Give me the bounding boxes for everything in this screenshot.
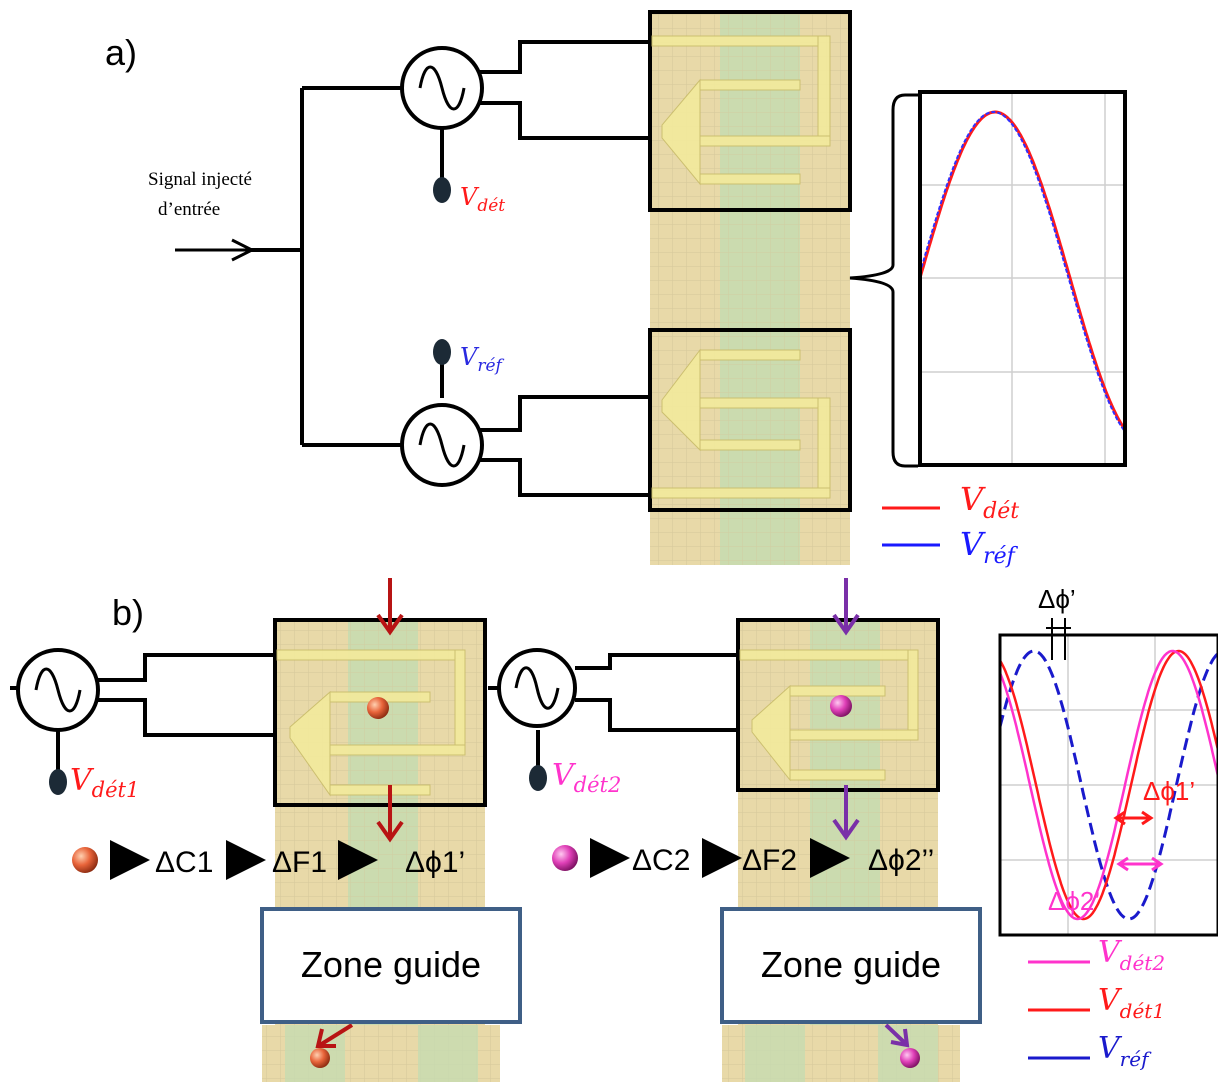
legend-b: Vdét2 Vdét1 Vréf <box>1028 935 1165 1071</box>
legend-v-det: Vdét <box>960 480 1019 524</box>
flow-arrow-red-icon <box>315 578 404 1048</box>
v-det2-terminal <box>529 765 547 791</box>
cell-red-icon <box>310 1048 330 1068</box>
cell-pink-icon <box>830 695 852 717</box>
cell-red-icon <box>72 847 98 873</box>
zone-guide-label-1: Zone guide <box>301 944 481 985</box>
delta-phi2-label: Δϕ2’ <box>1048 886 1100 916</box>
panel-a-label: a) <box>105 32 137 73</box>
sine-plot-a <box>918 90 1127 467</box>
cell-red-icon <box>367 697 389 719</box>
chain1-step2: ΔF1 <box>272 846 327 879</box>
panel-a: a) Signal injecté d’entrée <box>105 10 1127 569</box>
v-det-curve <box>918 110 1127 431</box>
ac-source-icon <box>400 403 484 487</box>
sine-plot-b <box>998 618 1218 937</box>
v-det1-terminal <box>49 769 67 795</box>
delta-phi1-label: Δϕ1’ <box>1143 776 1195 806</box>
legend-v-ref-b: Vréf <box>1098 1031 1152 1071</box>
input-signal-label-2: d’entrée <box>158 199 220 220</box>
chain-1: ΔC1 ΔF1 Δϕ1’ <box>110 840 465 880</box>
v-det2-curve <box>998 649 1218 921</box>
cell-pink-icon <box>900 1048 920 1068</box>
delta-phi-top-label: Δϕ’ <box>1038 584 1076 614</box>
panel-b: b) <box>10 578 1218 1082</box>
delta-phi2-arrow-icon <box>1116 856 1164 872</box>
panel-a-wiring <box>250 40 650 497</box>
zone-guide-label-2: Zone guide <box>761 944 941 985</box>
chain2-step2: ΔF2 <box>742 844 797 877</box>
v-det-label: Vdét <box>460 183 505 216</box>
ac-source-icon <box>400 46 484 130</box>
flow-arrow-purple-icon <box>832 578 910 1048</box>
chain2-step1: ΔC2 <box>632 844 690 877</box>
brace <box>849 93 918 468</box>
v-det1-label: Vdét1 <box>70 763 139 802</box>
ac-source-icon <box>16 648 100 732</box>
electrode-sensor-b2 <box>736 618 940 792</box>
delta-phi-marker <box>1046 618 1071 660</box>
guide-zone-strips <box>262 1025 960 1082</box>
chain1-step3: Δϕ1’ <box>405 846 465 879</box>
input-signal-label: Signal injecté <box>148 169 252 190</box>
cell-pink-icon <box>552 845 578 871</box>
legend-v-ref: Vréf <box>960 525 1019 569</box>
panel-b-label: b) <box>112 592 144 633</box>
chain2-step3: Δϕ2’’ <box>868 844 934 877</box>
electrode-sensor-top <box>648 10 852 212</box>
v-ref-terminal <box>433 339 451 365</box>
ac-source-icon <box>497 648 577 728</box>
panel-b-wiring <box>10 653 738 775</box>
v-det2-label: Vdét2 <box>552 758 621 797</box>
input-arrow <box>175 238 256 262</box>
v-det1-curve <box>998 649 1218 921</box>
chain1-step1: ΔC1 <box>155 846 213 879</box>
legend-v-det1: Vdét1 <box>1098 983 1165 1023</box>
delta-phi1-arrow-icon <box>1113 810 1154 826</box>
legend-v-det2: Vdét2 <box>1098 935 1165 975</box>
v-det-terminal <box>433 177 451 203</box>
electrode-sensor-bottom <box>648 328 852 512</box>
v-ref-label: Vréf <box>460 343 505 376</box>
zone-guide-box-1: Zone guide <box>260 907 522 1024</box>
legend-a: Vdét Vréf <box>882 480 1019 569</box>
v-ref-curve <box>998 649 1218 921</box>
v-ref-curve <box>919 111 1126 433</box>
zone-guide-box-2: Zone guide <box>720 907 982 1024</box>
chain-2: ΔC2 ΔF2 Δϕ2’’ <box>590 838 934 878</box>
